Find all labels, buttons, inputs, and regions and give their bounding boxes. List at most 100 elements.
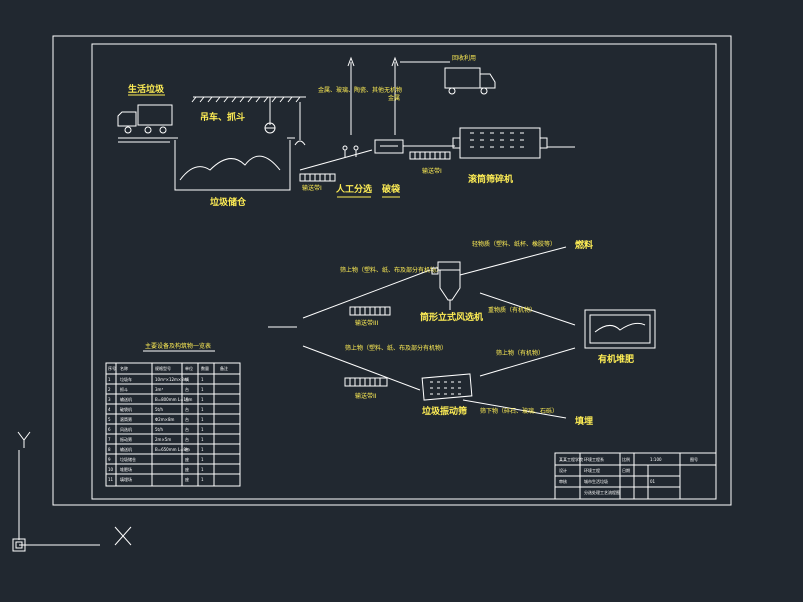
conveyor-1	[299, 173, 336, 182]
svg-text:比例: 比例	[622, 456, 630, 462]
svg-text:01: 01	[650, 479, 656, 484]
table-cell: 台	[185, 406, 189, 412]
svg-text:单位: 单位	[185, 365, 193, 371]
refuse-pit	[174, 140, 291, 191]
label-bag: 破袋	[382, 183, 401, 195]
svg-text:日期: 日期	[622, 467, 630, 473]
table-cell: 台	[185, 436, 189, 442]
table-cell: 台	[185, 386, 189, 392]
conveyor-4	[344, 377, 388, 387]
table-title: 主要设备及构筑物一览表	[145, 342, 211, 350]
table-cell: B=650mm L=8m	[155, 447, 190, 452]
table-cell: 填埋场	[120, 476, 132, 482]
label-manual: 人工分选	[335, 183, 372, 195]
svg-text:环境工程系: 环境工程系	[584, 456, 604, 462]
table-cell: 5	[108, 417, 111, 422]
worker-icon	[342, 145, 359, 157]
outer-frame	[52, 35, 732, 506]
table-cell: 座	[185, 476, 189, 482]
table-cell: 台	[185, 446, 189, 452]
label-drum: 滚筒筛碎机	[468, 173, 513, 185]
table-cell: 9	[108, 457, 111, 462]
label-conveyor4: 输送带II	[355, 392, 377, 400]
table-cell: 座	[185, 456, 189, 462]
table-cell: 1	[201, 407, 204, 412]
svg-text:规格型号: 规格型号	[155, 365, 171, 371]
svg-text:序号: 序号	[108, 365, 116, 371]
table-cell: 输送机	[120, 446, 132, 452]
label-light: 筛上物（塑料、纸、布及部分有机物）	[340, 266, 442, 274]
table-cell: 6	[108, 427, 111, 432]
table-cell: 1	[201, 447, 204, 452]
label-pit: 垃圾储仓	[210, 196, 247, 208]
table-cell: 1	[201, 387, 204, 392]
svg-text:名称: 名称	[120, 365, 128, 371]
table-cell: 台	[185, 416, 189, 422]
table-cell: 1	[201, 477, 204, 482]
svg-text:数量: 数量	[201, 365, 209, 371]
svg-text:某某工程学院: 某某工程学院	[559, 456, 583, 462]
air-classifier	[431, 261, 461, 310]
table-cell: 5t/h	[155, 427, 163, 432]
svg-text:城市生活垃圾: 城市生活垃圾	[584, 478, 608, 484]
svg-text:审核: 审核	[559, 478, 567, 484]
svg-text:环境工程: 环境工程	[584, 467, 600, 473]
label-oversize: 筛上物（塑料、纸、布及部分有机物）	[345, 344, 447, 352]
table-cell: 5t/h	[155, 407, 163, 412]
table-cell: 1	[201, 397, 204, 402]
table-cell: 1	[201, 427, 204, 432]
label-fuel-light: 轻物质（塑料、纸杯、橡胶等）	[472, 240, 556, 248]
table-cell: 振动筛	[120, 436, 132, 442]
table-cell: 3	[108, 397, 111, 402]
table-cell: 抓斗	[120, 386, 128, 392]
table-cell: 堆肥场	[120, 466, 132, 472]
table-cell: 7	[108, 437, 111, 442]
garbage-truck-icon	[117, 104, 173, 143]
label-conveyor3: 输送带III	[355, 319, 379, 327]
label-fuel: 燃料	[575, 239, 593, 251]
table-cell: 1	[201, 467, 204, 472]
label-crane: 吊车、抓斗	[200, 111, 245, 123]
ucs-icon	[12, 431, 132, 552]
table-cell: Φ2m×8m	[155, 417, 174, 422]
table-cell: 1	[108, 377, 111, 382]
table-cell: 2m×5m	[155, 437, 171, 442]
table-cell: 10m³×12m×8m	[155, 377, 188, 382]
table-cell: 座	[185, 466, 189, 472]
label-vib: 垃圾振动筛	[422, 405, 467, 417]
table-cell: 1	[201, 437, 204, 442]
inner-frame	[91, 43, 717, 500]
vibrating-screen	[421, 373, 473, 401]
label-conveyor2: 输送带I	[422, 167, 442, 175]
table-cell: 1	[201, 417, 204, 422]
compost-icon	[584, 309, 656, 349]
svg-text:分选处理工艺流程图: 分选处理工艺流程图	[584, 489, 620, 495]
table-cell: B=800mm L=10m	[155, 397, 192, 402]
label-recycle: 回收利用	[452, 54, 476, 62]
label-metal: 金属、玻璃、陶瓷、其他无机物	[318, 86, 402, 94]
label-landfill: 填埋	[575, 415, 593, 427]
table-cell: 台	[185, 426, 189, 432]
table-cell: 8	[108, 447, 111, 452]
table-cell: 台	[185, 396, 189, 402]
recycle-truck-icon	[444, 67, 496, 95]
drum-screen	[452, 127, 548, 159]
table-cell: 垃圾车	[120, 376, 132, 382]
label-metal2: 金属	[388, 94, 400, 102]
label-conveyor1: 输送带I	[302, 184, 322, 192]
svg-text:图号: 图号	[690, 456, 698, 462]
svg-text:设计: 设计	[559, 467, 567, 473]
label-undersize: 筛下物（碎石、玻璃、石砾）	[480, 407, 558, 415]
table-cell: 滚筒筛	[120, 416, 132, 422]
label-compost: 有机堆肥	[598, 353, 634, 365]
label-refuse: 生活垃圾	[128, 83, 165, 95]
label-heavy: 重物质（有机物）	[488, 306, 536, 314]
table-cell: 10	[108, 467, 114, 472]
table-cell: 2	[108, 387, 111, 392]
svg-text:备注: 备注	[220, 365, 228, 371]
table-cell: 1	[201, 377, 204, 382]
table-cell: 11	[108, 477, 114, 482]
label-classifier: 筒形立式风选机	[420, 311, 483, 323]
